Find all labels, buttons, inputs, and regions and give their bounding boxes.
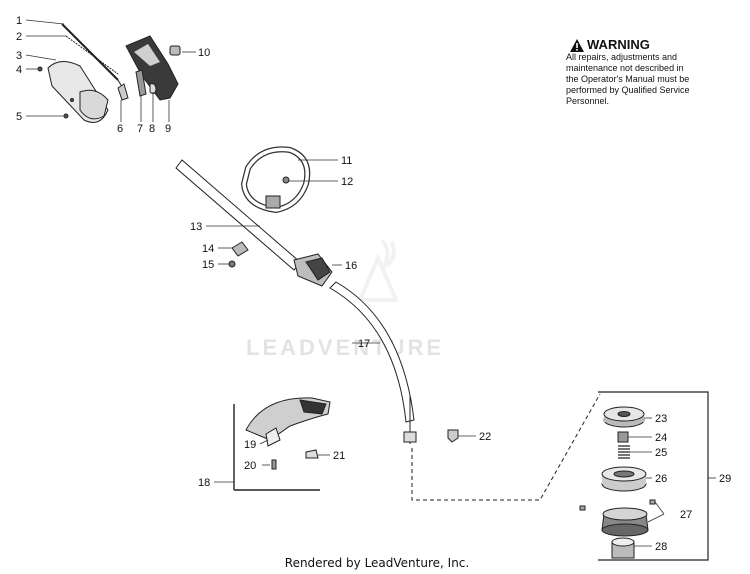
- callout-19: 19: [244, 439, 256, 451]
- callout-13: 13: [190, 221, 202, 233]
- callout-10: 10: [198, 47, 210, 59]
- guard-assembly-drawing: [233, 397, 331, 491]
- warning-triangle-icon: [570, 39, 584, 52]
- callout-6: 6: [117, 123, 123, 135]
- leader-lines-top: [25, 19, 196, 122]
- callout-18: 18: [198, 477, 210, 489]
- watermark-text: LEADVENTURE: [246, 335, 444, 360]
- warning-notice: WARNING All repairs, adjustments and mai…: [566, 38, 746, 107]
- trimmer-head-drawing: [411, 391, 709, 561]
- callout-20: 20: [244, 460, 256, 472]
- callout-23: 23: [655, 413, 667, 425]
- callout-14: 14: [202, 243, 214, 255]
- warning-line-1: All repairs, adjustments and: [566, 52, 678, 62]
- callout-22: 22: [479, 431, 491, 443]
- callout-1: 1: [16, 15, 22, 27]
- watermark-logo: [356, 238, 400, 302]
- callout-25: 25: [655, 447, 667, 459]
- callout-24: 24: [655, 432, 667, 444]
- warning-title: WARNING: [587, 37, 650, 52]
- warning-line-3: the Operator's Manual must be: [566, 74, 690, 84]
- part-22-drawing: [447, 429, 459, 443]
- callout-8: 8: [149, 123, 155, 135]
- callout-28: 28: [655, 541, 667, 553]
- callout-3: 3: [16, 50, 22, 62]
- throttle-assembly-drawing: [37, 23, 181, 123]
- callout-2: 2: [16, 31, 22, 43]
- callout-4: 4: [16, 64, 22, 76]
- footer-text: Rendered by LeadVenture, Inc.: [284, 556, 470, 570]
- shaft-drawing: [175, 146, 417, 444]
- callout-7: 7: [137, 123, 143, 135]
- callout-27: 27: [680, 509, 692, 521]
- leader-lines-head: [628, 417, 716, 547]
- callout-15: 15: [202, 259, 214, 271]
- callout-12: 12: [341, 176, 353, 188]
- leader-lines-shaft: [206, 159, 476, 437]
- callout-labels: 1 2 3 4 5 6 7 8 9 10 11 12 13 14 15 16 1…: [16, 15, 731, 553]
- callout-5: 5: [16, 111, 22, 123]
- callout-11: 11: [341, 155, 352, 167]
- warning-line-2: maintenance not described in: [566, 63, 684, 73]
- callout-29: 29: [719, 473, 731, 485]
- leader-lines-guard: [214, 439, 330, 483]
- callout-21: 21: [333, 450, 345, 462]
- callout-16: 16: [345, 260, 357, 272]
- warning-line-4: performed by Qualified Service: [566, 85, 690, 95]
- footer-credit: Rendered by LeadVenture, Inc.: [0, 556, 750, 570]
- callout-9: 9: [165, 123, 171, 135]
- callout-17: 17: [358, 338, 370, 350]
- warning-line-5: Personnel.: [566, 96, 610, 106]
- callout-26: 26: [655, 473, 667, 485]
